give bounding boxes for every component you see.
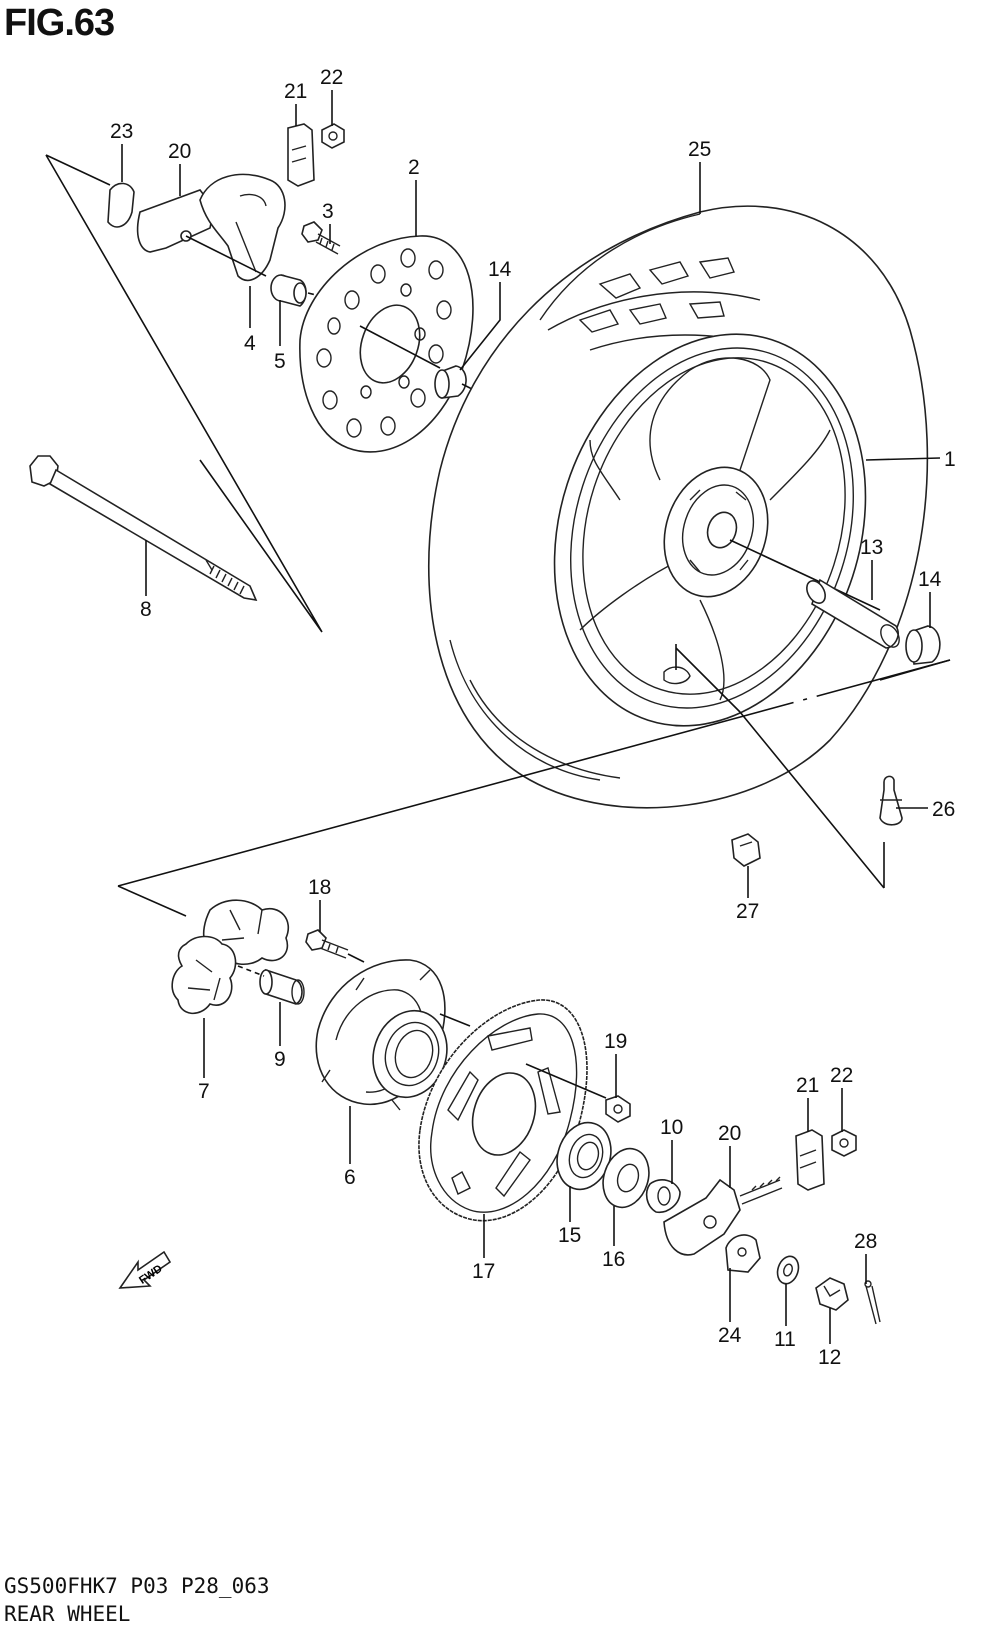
part-collar-13 — [806, 578, 900, 649]
part-bolt-3 — [301, 221, 341, 255]
diagram-code: GS500FHK7 P03 P28_063 — [4, 1574, 270, 1598]
part-pin-9 — [237, 965, 305, 1005]
part-valve-26 — [879, 775, 903, 826]
part-nut-19 — [605, 1095, 631, 1123]
callout-11: 11 — [774, 1328, 796, 1351]
callout-20-lower: 20 — [718, 1122, 741, 1145]
callout-21-lower: 21 — [796, 1074, 819, 1097]
callout-8: 8 — [140, 598, 152, 621]
figure-title: FIG.63 — [4, 2, 115, 44]
part-drum-6 — [315, 959, 471, 1111]
part-cushion-7 — [171, 899, 289, 1015]
part-sprocket-17 — [418, 999, 607, 1222]
assembly-divider-line — [117, 659, 951, 887]
part-spacer-16 — [602, 1147, 650, 1209]
callout-23: 23 — [110, 120, 133, 143]
callout-6: 6 — [344, 1166, 356, 1189]
fwd-arrow-icon: FWD — [118, 1250, 172, 1289]
part-washer-11 — [776, 1255, 800, 1285]
diagram-name: REAR WHEEL — [4, 1602, 131, 1626]
part-cushion-21-upper — [287, 123, 315, 187]
part-cushion-21-lower — [795, 1129, 825, 1191]
leader-lines — [121, 90, 941, 1344]
part-bearing-15 — [556, 1121, 612, 1191]
callout-labels: 1 2 3 4 5 6 7 8 9 10 11 12 13 14 14 15 1… — [110, 66, 956, 1369]
part-bracket-4 — [199, 173, 286, 282]
callout-7: 7 — [198, 1080, 210, 1103]
part-washer-10 — [645, 1179, 681, 1214]
callout-16: 16 — [602, 1248, 625, 1271]
callout-4: 4 — [244, 332, 256, 355]
callout-18: 18 — [308, 876, 331, 899]
callout-14-right: 14 — [918, 568, 942, 591]
callout-20-upper: 20 — [168, 140, 191, 163]
callout-28: 28 — [854, 1230, 877, 1253]
callout-2: 2 — [408, 156, 420, 179]
assembly-triangle-upper — [45, 154, 323, 633]
callout-26: 26 — [932, 798, 955, 821]
callout-22-lower: 22 — [830, 1064, 853, 1087]
part-plate-24 — [725, 1234, 761, 1273]
part-brake-disc-2 — [299, 235, 474, 453]
callout-12: 12 — [818, 1346, 841, 1369]
part-axle-8 — [29, 455, 258, 602]
callout-17: 17 — [472, 1260, 495, 1283]
part-cotter-pin-28 — [864, 1280, 881, 1325]
callout-1: 1 — [944, 448, 956, 471]
part-nut-12 — [815, 1277, 849, 1311]
callout-5: 5 — [274, 350, 286, 373]
callout-15: 15 — [558, 1224, 581, 1247]
callout-14-upper: 14 — [488, 258, 512, 281]
callout-22-upper: 22 — [320, 66, 343, 89]
callout-3: 3 — [322, 200, 334, 223]
part-chain-adjuster-lower — [663, 1176, 783, 1256]
part-wheel-1 — [553, 333, 867, 727]
callout-19: 19 — [604, 1030, 627, 1053]
part-nut-22-lower — [831, 1129, 857, 1157]
callout-21-upper: 21 — [284, 80, 307, 103]
callout-24: 24 — [718, 1324, 742, 1347]
callout-10: 10 — [660, 1116, 683, 1139]
part-spacer-14-upper — [434, 365, 479, 399]
part-nut-22-upper — [321, 123, 345, 149]
callout-25: 25 — [688, 138, 711, 161]
callout-9: 9 — [274, 1048, 286, 1071]
part-spacer-14-right — [905, 625, 941, 665]
part-bolt-18 — [305, 929, 365, 963]
callout-13: 13 — [860, 536, 883, 559]
part-balancer-27 — [731, 833, 761, 867]
callout-27: 27 — [736, 900, 759, 923]
